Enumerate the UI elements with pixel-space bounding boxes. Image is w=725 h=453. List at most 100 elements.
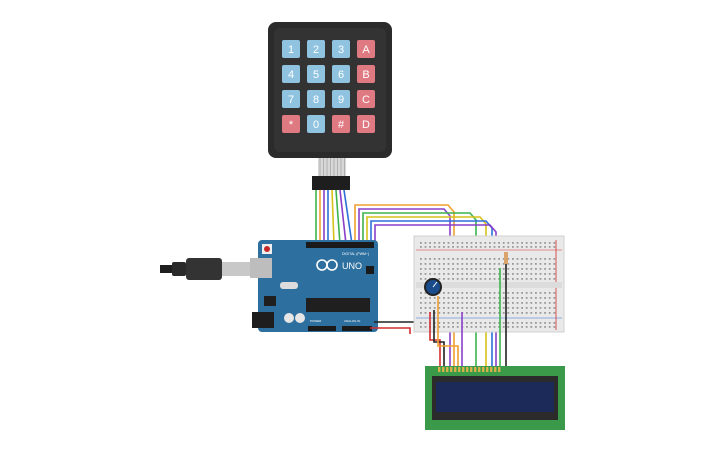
breadboard-hole[interactable] (507, 246, 510, 248)
breadboard-hole[interactable] (447, 307, 450, 309)
wire-lcd-vdd[interactable] (433, 310, 445, 368)
breadboard-hole[interactable] (502, 326, 505, 328)
breadboard-hole[interactable] (470, 326, 473, 328)
breadboard-hole[interactable] (456, 326, 459, 328)
breadboard-hole[interactable] (438, 258, 441, 260)
breadboard-hole[interactable] (516, 246, 519, 248)
breadboard-hole[interactable] (498, 268, 500, 270)
breadboard-hole[interactable] (516, 322, 519, 324)
breadboard-hole[interactable] (443, 297, 445, 299)
breadboard-hole[interactable] (424, 242, 427, 244)
breadboard-hole[interactable] (447, 242, 450, 244)
lcd-wires[interactable] (429, 264, 507, 368)
lcd-pin[interactable] (498, 367, 501, 372)
wire-5v[interactable] (370, 327, 411, 334)
breadboard-hole[interactable] (535, 312, 537, 314)
wire-lcd-vo[interactable] (437, 296, 459, 368)
breadboard-hole[interactable] (461, 263, 464, 265)
breadboard-hole[interactable] (525, 268, 528, 270)
breadboard-hole[interactable] (461, 278, 464, 280)
breadboard-hole[interactable] (498, 292, 500, 294)
breadboard-hole[interactable] (420, 312, 422, 314)
breadboard-hole[interactable] (498, 273, 500, 275)
breadboard-hole[interactable] (502, 297, 505, 299)
breadboard-hole[interactable] (516, 312, 519, 314)
breadboard-hole[interactable] (424, 292, 427, 294)
breadboard-hole[interactable] (521, 258, 523, 260)
breadboard-hole[interactable] (535, 273, 537, 275)
breadboard-hole[interactable] (553, 297, 556, 299)
breadboard-hole[interactable] (530, 258, 533, 260)
breadboard-hole[interactable] (433, 297, 436, 299)
breadboard-hole[interactable] (502, 258, 505, 260)
key-5[interactable] (307, 65, 325, 83)
breadboard-hole[interactable] (475, 273, 477, 275)
breadboard-hole[interactable] (438, 242, 441, 244)
breadboard-hole[interactable] (502, 312, 505, 314)
breadboard-hole[interactable] (553, 292, 556, 294)
breadboard-hole[interactable] (461, 258, 464, 260)
breadboard-hole[interactable] (424, 326, 427, 328)
breadboard-hole[interactable] (516, 297, 519, 299)
analog-header[interactable] (342, 326, 372, 331)
breadboard-hole[interactable] (461, 307, 464, 309)
breadboard-hole[interactable] (420, 258, 422, 260)
breadboard-hole[interactable] (512, 322, 514, 324)
breadboard-hole[interactable] (452, 263, 454, 265)
breadboard-hole[interactable] (420, 307, 422, 309)
breadboard-hole[interactable] (544, 307, 546, 309)
breadboard-hole[interactable] (553, 326, 556, 328)
lcd-pin[interactable] (454, 367, 457, 372)
digital-header[interactable] (306, 242, 374, 248)
breadboard-hole[interactable] (452, 268, 454, 270)
icsp-header[interactable] (366, 266, 374, 274)
breadboard-hole[interactable] (535, 297, 537, 299)
breadboard-hole[interactable] (544, 326, 546, 328)
breadboard-hole[interactable] (516, 292, 519, 294)
breadboard-hole[interactable] (479, 258, 482, 260)
breadboard-hole[interactable] (530, 263, 533, 265)
breadboard-hole[interactable] (525, 292, 528, 294)
breadboard-hole[interactable] (521, 297, 523, 299)
breadboard-hole[interactable] (507, 268, 510, 270)
lcd-pin[interactable] (474, 367, 477, 372)
breadboard-hole[interactable] (539, 263, 542, 265)
breadboard-hole[interactable] (456, 307, 459, 309)
breadboard-hole[interactable] (521, 242, 523, 244)
breadboard-hole[interactable] (429, 273, 431, 275)
breadboard-hole[interactable] (530, 292, 533, 294)
key-8[interactable] (307, 90, 325, 108)
breadboard-hole[interactable] (525, 278, 528, 280)
breadboard-hole[interactable] (447, 278, 450, 280)
breadboard-hole[interactable] (507, 263, 510, 265)
breadboard-hole[interactable] (516, 278, 519, 280)
breadboard-hole[interactable] (466, 263, 468, 265)
breadboard-hole[interactable] (443, 292, 445, 294)
breadboard-hole[interactable] (466, 242, 468, 244)
breadboard-hole[interactable] (479, 297, 482, 299)
breadboard-hole[interactable] (452, 302, 454, 304)
breadboard-hole[interactable] (493, 242, 496, 244)
breadboard-hole[interactable] (521, 322, 523, 324)
breadboard-hole[interactable] (507, 326, 510, 328)
breadboard-hole[interactable] (544, 302, 546, 304)
breadboard-hole[interactable] (456, 312, 459, 314)
arduino-uno[interactable]: UNO DIGITAL (PWM~) POWER ANALOG IN (250, 240, 378, 332)
breadboard-hole[interactable] (424, 258, 427, 260)
breadboard-hole[interactable] (452, 242, 454, 244)
breadboard-hole[interactable] (553, 258, 556, 260)
breadboard-hole[interactable] (452, 246, 454, 248)
breadboard-hole[interactable] (507, 297, 510, 299)
breadboard-hole[interactable] (424, 278, 427, 280)
breadboard-hole[interactable] (489, 322, 491, 324)
breadboard-hole[interactable] (470, 263, 473, 265)
breadboard-hole[interactable] (447, 326, 450, 328)
breadboard-hole[interactable] (530, 326, 533, 328)
breadboard-hole[interactable] (466, 322, 468, 324)
breadboard-hole[interactable] (489, 312, 491, 314)
breadboard-hole[interactable] (548, 307, 551, 309)
breadboard-hole[interactable] (475, 307, 477, 309)
breadboard-hole[interactable] (548, 292, 551, 294)
breadboard-hole[interactable] (443, 307, 445, 309)
breadboard-hole[interactable] (553, 242, 556, 244)
